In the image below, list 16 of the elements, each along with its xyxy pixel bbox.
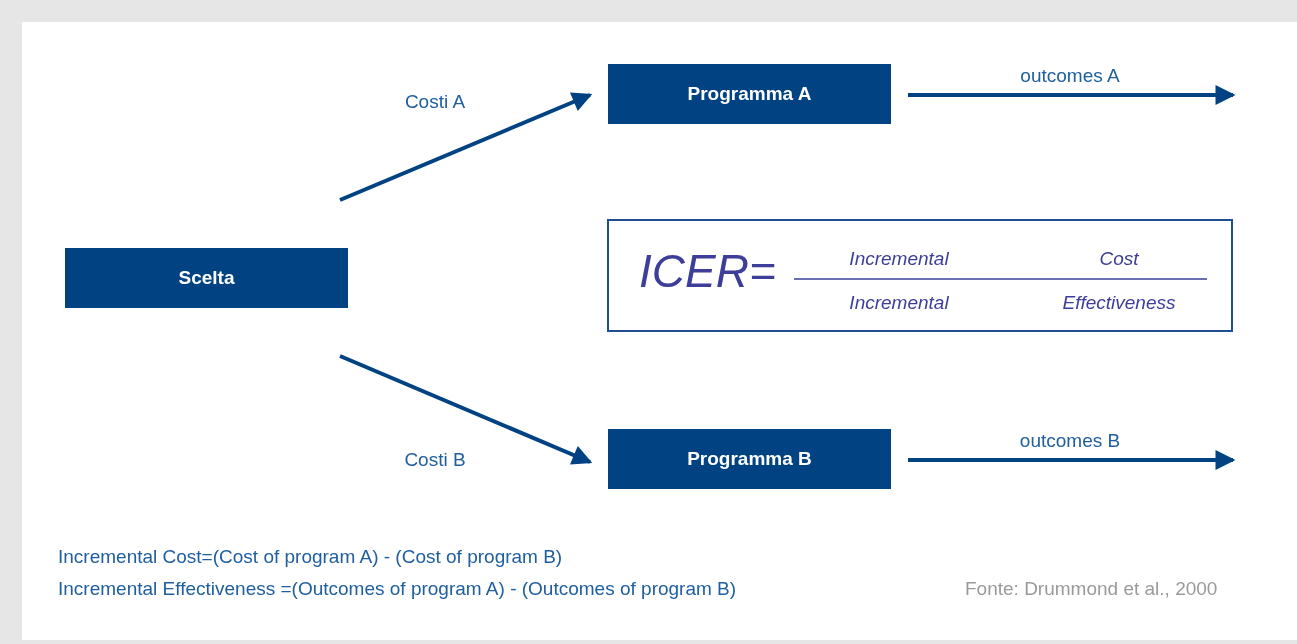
process-box: Programma A (608, 64, 891, 124)
definition-text: Incremental Cost=(Cost of program A) - (Cost of program B) (58, 545, 563, 569)
formula-term: Effectiveness (1061, 291, 1177, 315)
formula-label: ICER= (639, 244, 776, 299)
formula-term: Incremental (848, 291, 950, 315)
arrow (908, 450, 1236, 470)
arrow (339, 92, 593, 202)
source-note: Fonte: Drummond et al., 2000 (965, 577, 1218, 601)
arrow (908, 85, 1236, 105)
process-box: Programma B (608, 429, 891, 489)
formula-term: Cost (1098, 247, 1140, 271)
formula-box (607, 219, 1233, 332)
definition-text: Incremental Effectiveness =(Outcomes of program A) - (Outcomes of program B) (58, 577, 737, 601)
arrow (339, 354, 593, 465)
formula-term: Incremental (848, 247, 950, 271)
process-box: Scelta (65, 248, 348, 308)
